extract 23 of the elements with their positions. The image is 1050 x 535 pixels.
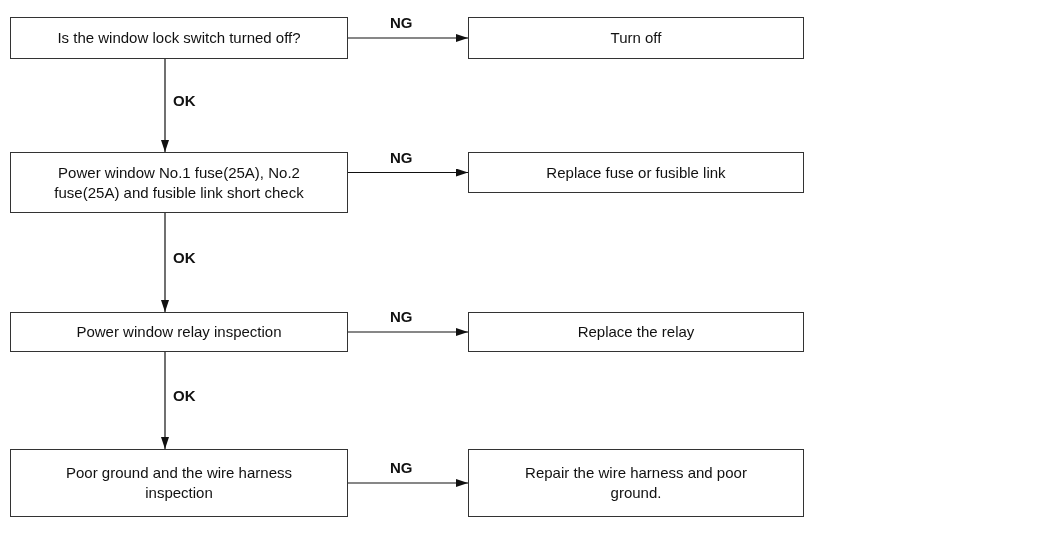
process-box	[468, 152, 804, 193]
process-box	[10, 152, 348, 213]
step-text: Is the window lock switch turned off?	[57, 28, 301, 48]
step-text: Replace the relay	[577, 322, 695, 342]
step-text: Repair the wire harness and poor ground.	[524, 463, 748, 503]
step-text: Power window No.1 fuse(25A), No.2 fuse(25A) and fusible link short check	[53, 162, 305, 203]
process-box	[10, 17, 348, 59]
step-text: Replace fuse or fusible link	[546, 162, 726, 183]
arrow	[347, 328, 469, 336]
process-box	[10, 449, 348, 517]
arrow	[161, 351, 169, 450]
arrow	[347, 34, 469, 42]
process-box	[468, 17, 804, 59]
process-box	[468, 449, 804, 517]
step-text: Turn off	[610, 28, 662, 48]
process-box	[10, 312, 348, 352]
step-text: Power window relay inspection	[76, 322, 282, 342]
process-box	[468, 312, 804, 352]
step-text: Poor ground and the wire harness inspection	[65, 463, 293, 503]
arrow	[161, 58, 169, 153]
arrow	[347, 479, 469, 487]
arrow	[347, 168, 469, 177]
arrow	[161, 212, 169, 313]
